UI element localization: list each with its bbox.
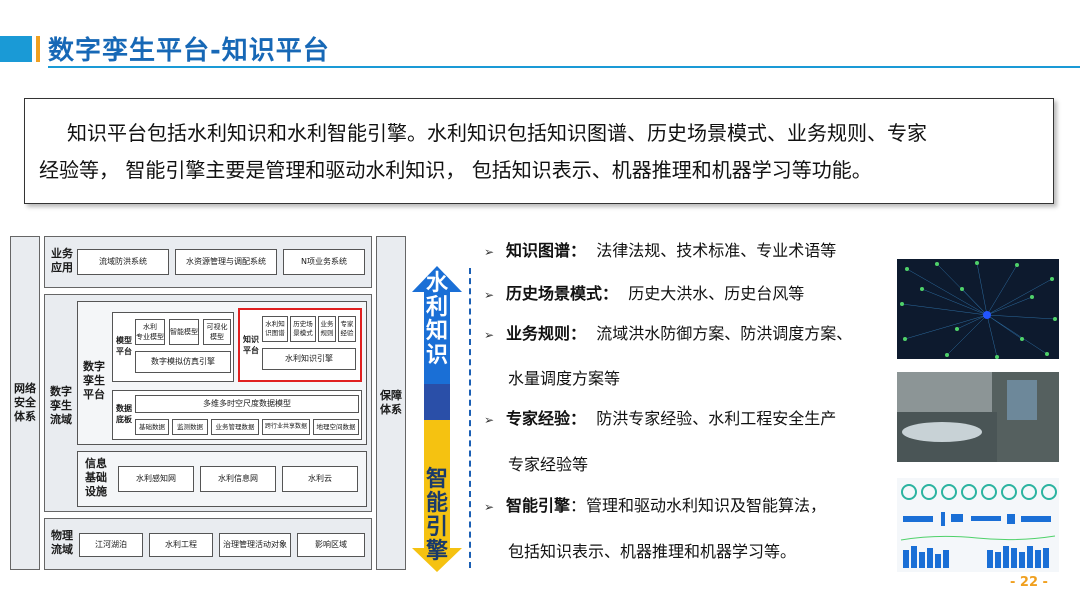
twin-platform-label: 数字 孪生 平台 [83, 360, 105, 401]
data-item: 地理空间数据 [313, 419, 359, 435]
knowledge-engine: 水利知识引擎 [262, 348, 356, 370]
arrow-label-water-knowledge: 水 利 知 识 [425, 271, 448, 368]
data-board-label: 数据 底板 [116, 404, 132, 424]
knowledge-item: 水利知 识图谱 [262, 316, 288, 342]
title-accent-bar [0, 36, 32, 62]
physical-item: 影响区域 [297, 533, 365, 557]
intro-line-1: 知识平台包括水利知识和水利智能引擎。水利知识包括知识图谱、历史场景模式、业务规则… [67, 121, 927, 145]
info-infrastructure: 信息 基础 设施 水利感知网 水利信息网 水利云 [77, 451, 367, 507]
business-label: 业务 应用 [51, 247, 73, 274]
business-item: 水资源管理与调配系统 [175, 249, 277, 275]
data-model: 多维多时空尺度数据模型 [135, 395, 359, 413]
infra-item: 水利云 [282, 466, 358, 492]
network-security-label: 网络 安全 体系 [14, 382, 36, 423]
knowledge-graph-thumbnail [897, 259, 1059, 359]
business-row: 业务 应用 流域防洪系统 水资源管理与调配系统 N项业务系统 [44, 236, 372, 288]
double-arrow [412, 266, 462, 572]
arrow-down-shape [412, 420, 462, 572]
physical-item: 水利工程 [149, 533, 213, 557]
info-infrastructure-label: 信息 基础 设施 [85, 457, 107, 498]
bullet-item: ➢专家经验： 防洪专家经验、水利工程安全生产 [484, 409, 837, 428]
business-item: 流域防洪系统 [77, 249, 169, 275]
model-item: 水利 专业模型 [135, 319, 165, 345]
intro-line-2: 经验等， 智能引擎主要是管理和驱动水利知识， 包括知识表示、机器推理和机器学习等… [39, 158, 872, 182]
arrow-up-shape [412, 266, 462, 402]
smart-engine-dashboard-thumbnail [897, 478, 1059, 572]
physical-basin-row: 物理 流域 江河湖泊 水利工程 治理管理活动对象 影响区域 [44, 518, 372, 570]
physical-item: 江河湖泊 [79, 533, 143, 557]
architecture-diagram: 网络 安全 体系 保障 体系 业务 应用 流域防洪系统 水资源管理与调配系统 N… [10, 236, 410, 572]
arrow-label-smart-engine: 智 能 引 擎 [425, 467, 448, 564]
data-item: 业务管理数据 [211, 419, 259, 435]
twin-basin-label: 数字 孪生 流域 [50, 385, 72, 426]
knowledge-item: 专家 经验 [338, 316, 356, 342]
bullet-continuation: 包括知识表示、机器推理和机器学习等。 [508, 542, 797, 561]
twin-basin-block: 数字 孪生 流域 数字 孪生 平台 模型 平台 水利 专业模型 智能模型 可视化… [44, 294, 372, 512]
bullet-continuation: 水量调度方案等 [508, 369, 621, 388]
data-board: 数据 底板 多维多时空尺度数据模型 基础数据 监测数据 业务管理数据 跨行业共享… [112, 390, 362, 440]
page-title: 数字孪生平台-知识平台 [48, 36, 330, 66]
data-item: 基础数据 [135, 419, 169, 435]
model-item: 可视化 模型 [203, 319, 231, 345]
twin-platform-block: 数字 孪生 平台 模型 平台 水利 专业模型 智能模型 可视化 模型 数字模拟仿… [77, 301, 367, 445]
business-item: N项业务系统 [283, 249, 365, 275]
physical-item: 治理管理活动对象 [219, 533, 291, 557]
knowledge-platform-label: 知识 平台 [243, 335, 259, 355]
bullet-item: ➢知识图谱： 法律法规、技术标准、专业术语等 [484, 241, 837, 260]
model-item: 智能模型 [169, 319, 199, 345]
bullet-continuation: 专家经验等 [508, 455, 589, 474]
title-accent-bar-orange [36, 36, 40, 62]
knowledge-platform-highlight: 知识 平台 水利知 识图谱 历史场 景模式 业务 规则 专家 经验 水利知识引擎 [238, 308, 362, 382]
bullet-item: ➢业务规则： 流域洪水防御方案、防洪调度方案、 [484, 324, 853, 343]
support-system-label: 保障 体系 [380, 389, 402, 416]
infra-item: 水利感知网 [118, 466, 194, 492]
dashed-divider [469, 268, 471, 568]
model-engine: 数字模拟仿真引擎 [135, 351, 231, 373]
page-number: - 22 - [1010, 575, 1048, 590]
model-platform: 模型 平台 水利 专业模型 智能模型 可视化 模型 数字模拟仿真引擎 [112, 312, 234, 382]
arrow-join-shape [424, 384, 450, 420]
network-security-column: 网络 安全 体系 [10, 236, 40, 570]
bullet-item: ➢智能引擎：管理和驱动水利知识及智能算法， [484, 496, 827, 515]
model-platform-label: 模型 平台 [116, 336, 132, 356]
historical-scene-thumbnail [897, 372, 1059, 462]
data-item: 跨行业共享数据 [262, 419, 310, 435]
knowledge-item: 业务 规则 [318, 316, 336, 342]
support-system-column: 保障 体系 [376, 236, 406, 570]
knowledge-item: 历史场 景模式 [290, 316, 316, 342]
bullet-item: ➢历史场景模式： 历史大洪水、历史台风等 [484, 284, 805, 303]
infra-item: 水利信息网 [200, 466, 276, 492]
title-underline [48, 66, 1080, 68]
physical-basin-label: 物理 流域 [51, 529, 73, 556]
intro-box: 知识平台包括水利知识和水利智能引擎。水利知识包括知识图谱、历史场景模式、业务规则… [24, 98, 1054, 204]
data-item: 监测数据 [172, 419, 208, 435]
